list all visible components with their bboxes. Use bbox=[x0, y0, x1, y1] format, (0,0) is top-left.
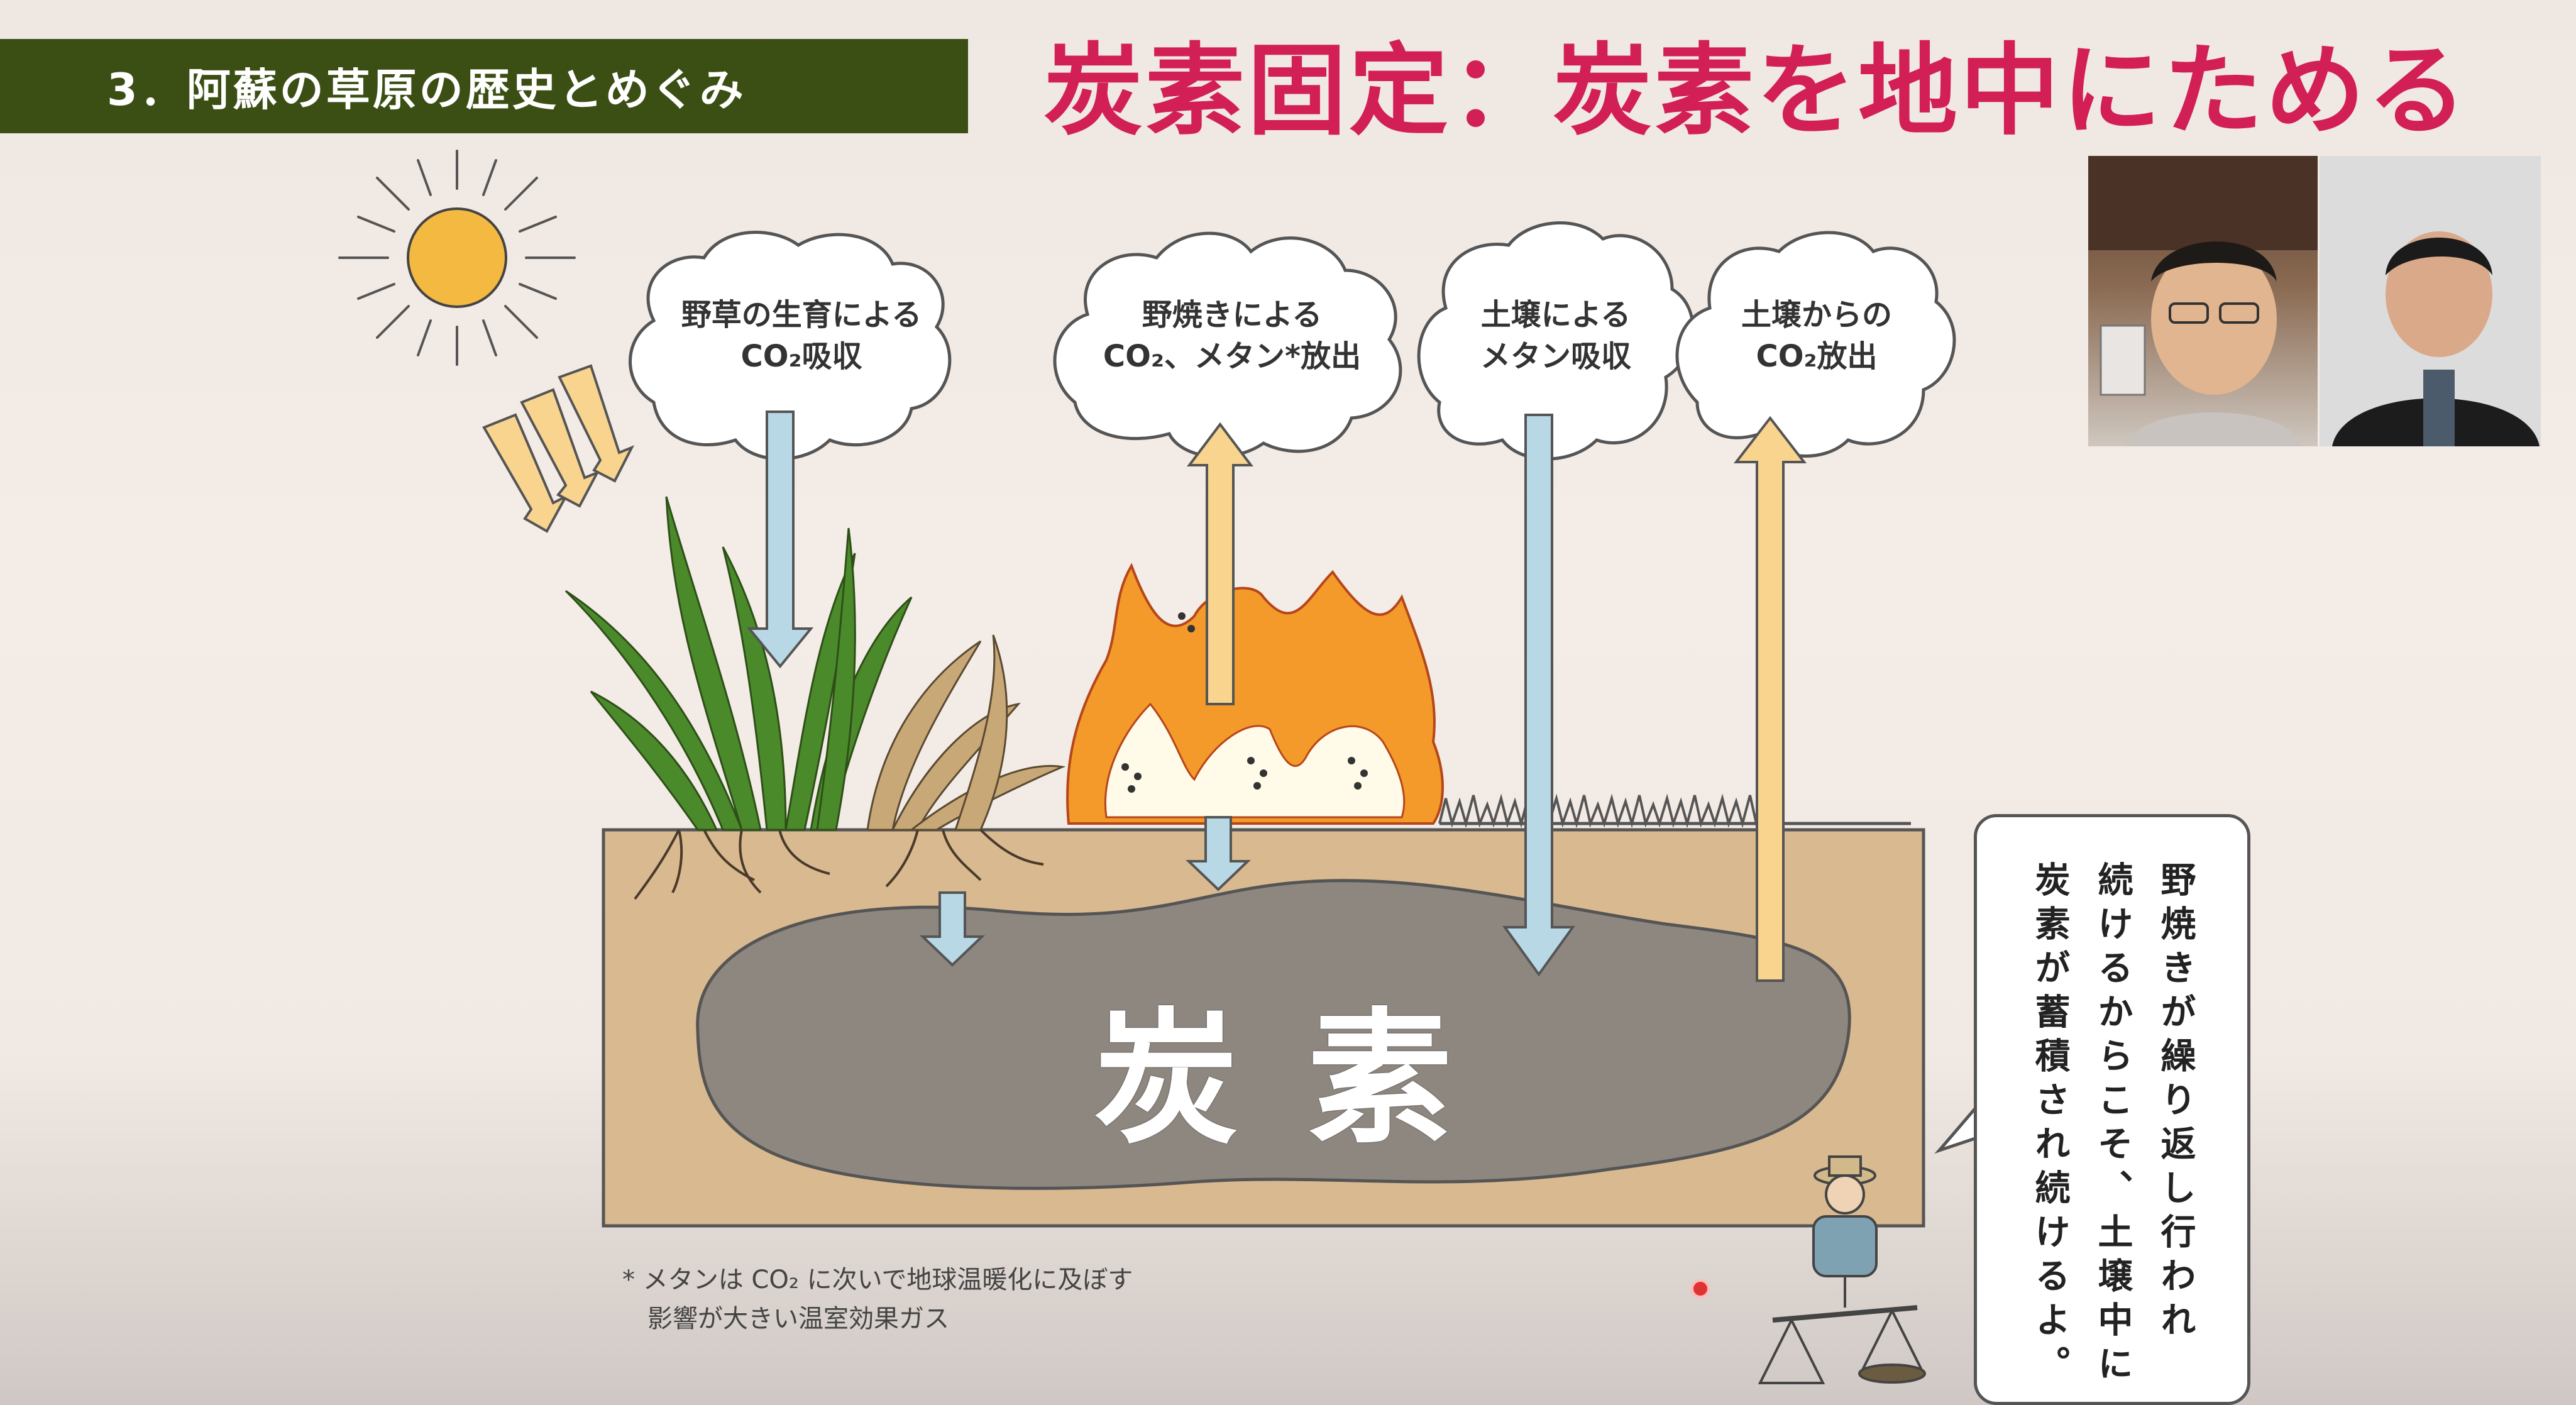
cloud-label-grass: 野草の生育による CO₂吸収 bbox=[644, 294, 959, 377]
speech-line-3: 炭素が蓄積され続けるよ。 bbox=[2029, 861, 2070, 1389]
roots-to-soil-arrow bbox=[920, 891, 985, 967]
cloud-label-line: 土壌による bbox=[1480, 297, 1631, 333]
fire-flames bbox=[1066, 563, 1444, 825]
cloud-label-line: メタン吸収 bbox=[1480, 339, 1631, 374]
section-header-text: 3．阿蘇の草原の歴史とめぐみ bbox=[107, 63, 746, 116]
farmer-character bbox=[1758, 1155, 1926, 1384]
participant-1-avatar bbox=[2088, 156, 2318, 446]
sun-icon bbox=[338, 150, 576, 366]
fire-to-soil-arrow bbox=[1186, 816, 1251, 891]
co2-soil-release-arrow bbox=[1733, 416, 1807, 982]
cloud-label-line: CO₂、メタン*放出 bbox=[1103, 339, 1362, 374]
speech-bubble bbox=[1974, 814, 2250, 1405]
dry-grass bbox=[1438, 793, 1911, 829]
cloud-bubbles bbox=[629, 221, 1956, 461]
cloud-label-line: 野焼きによる bbox=[1142, 297, 1323, 333]
cloud-label-burning: 野焼きによる CO₂、メタン*放出 bbox=[1069, 294, 1395, 377]
speech-line-1: 野焼きが繰り返し行われ bbox=[2155, 861, 2196, 1345]
cloud-label-line: 野草の生育による bbox=[681, 297, 922, 333]
methane-absorb-arrow bbox=[1502, 414, 1575, 977]
cloud-label-line: CO₂放出 bbox=[1756, 339, 1878, 374]
co2-absorb-arrow bbox=[746, 410, 814, 669]
cloud-label-line: CO₂吸収 bbox=[740, 339, 862, 374]
cloud-label-soil-absorb: 土壌による メタン吸収 bbox=[1424, 294, 1688, 377]
co2-methane-release-arrow bbox=[1186, 422, 1254, 705]
speech-line-2: 続けるからこそ、土壌中に bbox=[2092, 861, 2133, 1389]
dry-tan-grass bbox=[866, 634, 1066, 831]
section-header: 3．阿蘇の草原の歴史とめぐみ bbox=[0, 39, 968, 133]
video-tile-participant-2[interactable] bbox=[2320, 156, 2541, 446]
pointer-dot bbox=[1691, 1279, 1710, 1298]
grass-roots bbox=[634, 829, 1044, 900]
participant-2-avatar bbox=[2320, 156, 2541, 446]
footnote: * メタンは CO₂ に次いで地球温暖化に及ぼす 影響が大きい温室効果ガス bbox=[622, 1260, 1133, 1338]
carbon-label: 炭素 bbox=[1094, 996, 1521, 1164]
green-grass bbox=[564, 496, 913, 831]
sunlight-arrows bbox=[482, 364, 635, 533]
cloud-label-line: 土壌からの bbox=[1741, 297, 1892, 333]
footnote-line: 影響が大きい温室効果ガス bbox=[647, 1304, 949, 1333]
video-tile-participant-1[interactable] bbox=[2088, 156, 2318, 446]
footnote-line: * メタンは CO₂ に次いで地球温暖化に及ぼす bbox=[622, 1265, 1133, 1294]
cloud-label-soil-release: 土壌からの CO₂放出 bbox=[1691, 294, 1942, 377]
speech-bubble-tail bbox=[1934, 1102, 1979, 1154]
slide-title: 炭素固定：炭素を地中にためる bbox=[1043, 33, 2469, 149]
carbon-pool bbox=[696, 879, 1851, 1190]
